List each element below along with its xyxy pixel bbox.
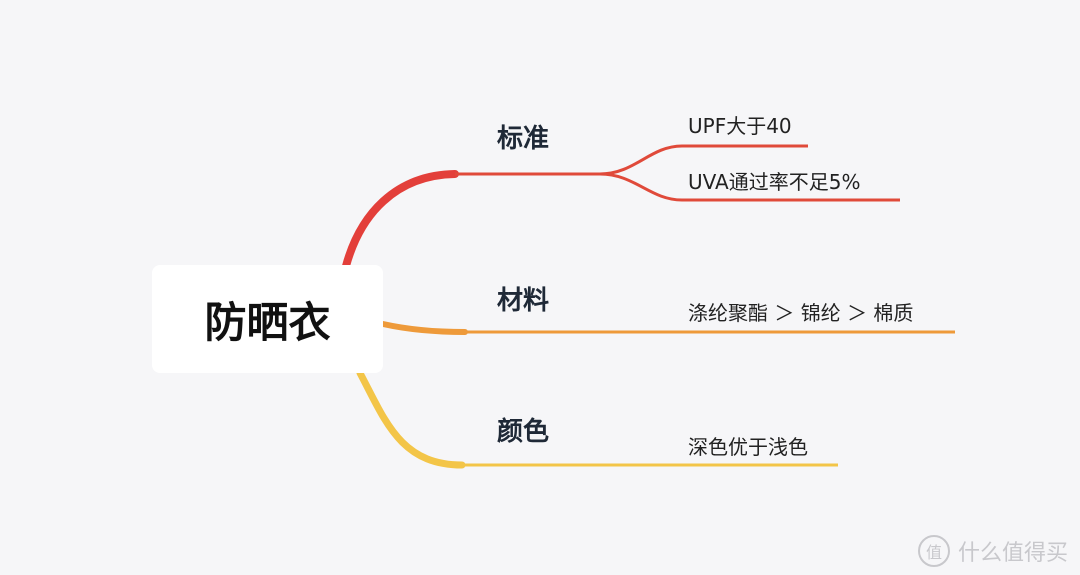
zhi-logo-icon: 值 bbox=[917, 535, 950, 567]
branch-label-color: 颜色 bbox=[497, 417, 550, 447]
leaf-label-color-rule: 深色优于浅色 bbox=[688, 435, 808, 459]
branch-connector-color bbox=[356, 369, 466, 469]
branch-label-material: 材料 bbox=[497, 286, 550, 316]
leaf-label-uva: UVA通过率不足5% bbox=[688, 170, 861, 194]
watermark-text: 什么值得买 bbox=[957, 541, 1068, 566]
leaf-label-upf: UPF大于40 bbox=[688, 114, 792, 138]
branch-connector-standard bbox=[342, 170, 459, 270]
leaf-connector-uva bbox=[599, 172, 900, 202]
leaf-connector-upf bbox=[599, 144, 808, 176]
branch-label-standard: 标准 bbox=[497, 124, 550, 154]
watermark: 值 什么值得买 bbox=[917, 535, 1068, 567]
root-node: 防晒衣 bbox=[152, 265, 383, 373]
branch-connector-material bbox=[380, 321, 468, 335]
leaf-label-material-order: 涤纶聚酯 ＞ 锦纶 ＞ 棉质 bbox=[688, 301, 914, 325]
root-label: 防晒衣 bbox=[204, 297, 331, 347]
